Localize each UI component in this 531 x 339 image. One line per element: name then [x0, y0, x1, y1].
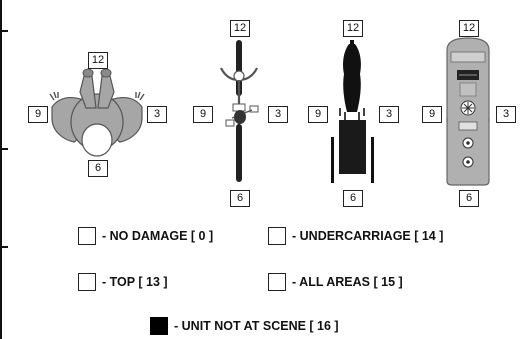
horse-cart-figure — [331, 40, 374, 183]
bicycle-clock-3: 3 — [268, 106, 288, 123]
top-checkbox[interactable] — [78, 273, 96, 291]
bicycle-clock-6: 6 — [230, 190, 250, 207]
page-edge-tick — [0, 30, 8, 32]
cart-clock-6: 6 — [343, 190, 363, 207]
legend-unit-not-at-scene: - UNIT NOT AT SCENE [ 16 ] — [150, 317, 339, 335]
unit-not-at-scene-label: - UNIT NOT AT SCENE [ 16 ] — [174, 319, 339, 333]
person-clock-3: 3 — [147, 106, 167, 123]
vehicle-clock-12: 12 — [459, 20, 479, 37]
unit-not-at-scene-checkbox[interactable] — [150, 317, 168, 335]
cart-clock-3: 3 — [379, 106, 399, 123]
vehicle-clock-3: 3 — [496, 106, 516, 123]
cart-clock-9: 9 — [308, 106, 328, 123]
no-damage-checkbox[interactable] — [78, 227, 96, 245]
undercarriage-checkbox[interactable] — [268, 227, 286, 245]
page-edge-tick — [0, 148, 8, 150]
cart-clock-12: 12 — [343, 20, 363, 37]
legend-all-areas: - ALL AREAS [ 15 ] — [268, 273, 403, 291]
vehicle-figure — [446, 37, 490, 186]
person-figure — [49, 68, 145, 157]
page-edge-tick — [0, 246, 8, 248]
all-areas-checkbox[interactable] — [268, 273, 286, 291]
no-damage-label: - NO DAMAGE [ 0 ] — [102, 229, 214, 243]
person-clock-6: 6 — [88, 160, 108, 177]
vehicle-clock-9: 9 — [422, 106, 442, 123]
undercarriage-label: - UNDERCARRIAGE [ 14 ] — [292, 229, 444, 243]
person-clock-12: 12 — [88, 52, 108, 69]
legend-no-damage: - NO DAMAGE [ 0 ] — [78, 227, 213, 245]
page-edge-line — [0, 0, 2, 339]
all-areas-label: - ALL AREAS [ 15 ] — [292, 275, 403, 289]
vehicle-clock-6: 6 — [459, 190, 479, 207]
legend-undercarriage: - UNDERCARRIAGE [ 14 ] — [268, 227, 443, 245]
top-label: - TOP [ 13 ] — [102, 275, 168, 289]
person-clock-9: 9 — [28, 106, 48, 123]
bicycle-clock-12: 12 — [230, 20, 250, 37]
bicycle-clock-9: 9 — [193, 106, 213, 123]
bicycle-figure — [220, 40, 259, 182]
legend-top: - TOP [ 13 ] — [78, 273, 168, 291]
